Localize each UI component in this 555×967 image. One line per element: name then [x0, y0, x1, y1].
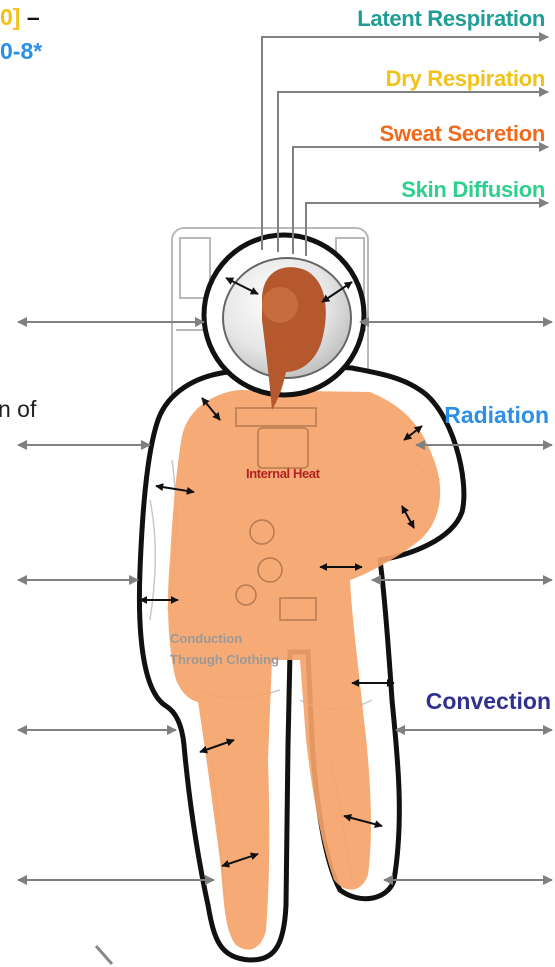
top-left-fragment: 0] –	[0, 4, 40, 31]
left-mid-fragment: n of	[0, 396, 36, 423]
top-left-bracket: 0]	[0, 4, 20, 30]
sweat-secretion-label: Sweat Secretion	[380, 121, 545, 147]
internal-heat-label: Internal Heat	[246, 466, 320, 481]
radiation-label: Radiation	[444, 402, 549, 429]
top-left-fragment-line2: 0-8*	[0, 38, 42, 65]
top-left-dash: –	[27, 4, 40, 30]
latent-respiration-label: Latent Respiration	[357, 6, 545, 32]
convection-label: Convection	[426, 688, 551, 715]
conduction-label: Conduction Through Clothing	[170, 628, 279, 670]
skin-diffusion-label: Skin Diffusion	[401, 177, 545, 203]
ground-shadow	[96, 946, 112, 964]
dry-respiration-label: Dry Respiration	[386, 66, 545, 92]
head-highlight	[262, 287, 298, 323]
